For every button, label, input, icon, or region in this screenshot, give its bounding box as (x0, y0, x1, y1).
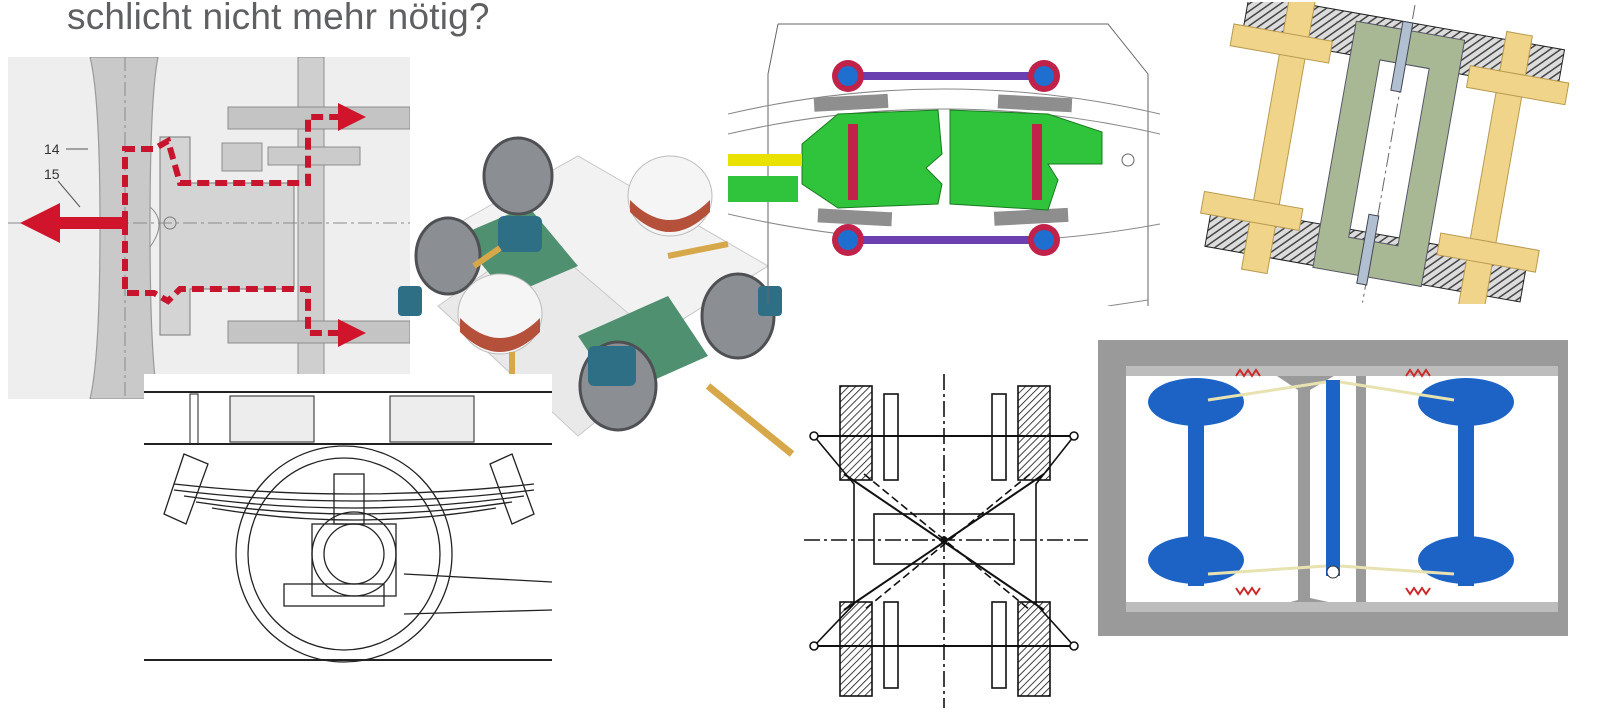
label-15: 15 (44, 166, 60, 182)
skewed-bogie-plan (1184, 2, 1584, 304)
curve-plan-diagram (728, 14, 1160, 306)
slide-title: schlicht nicht mehr nötig? (67, 0, 490, 37)
leaf-spring-drawing (144, 374, 552, 666)
bogie-3d-figure (398, 136, 795, 457)
blue-wheelsets-figure (1098, 340, 1568, 636)
cross-link-drawing (804, 374, 1088, 708)
label-14: 14 (44, 141, 60, 157)
bogie-3d-render (378, 136, 798, 460)
cross-link-figure (804, 374, 1088, 708)
curve-plan-figure (728, 23, 1160, 306)
force-flow-figure: 14 15 (8, 57, 410, 399)
blue-wheelsets-diagram (1098, 340, 1568, 636)
skewed-bogie-figure (1200, 2, 1570, 304)
force-flow-diagram: 14 15 (8, 57, 410, 399)
leaf-spring-figure (144, 374, 552, 666)
